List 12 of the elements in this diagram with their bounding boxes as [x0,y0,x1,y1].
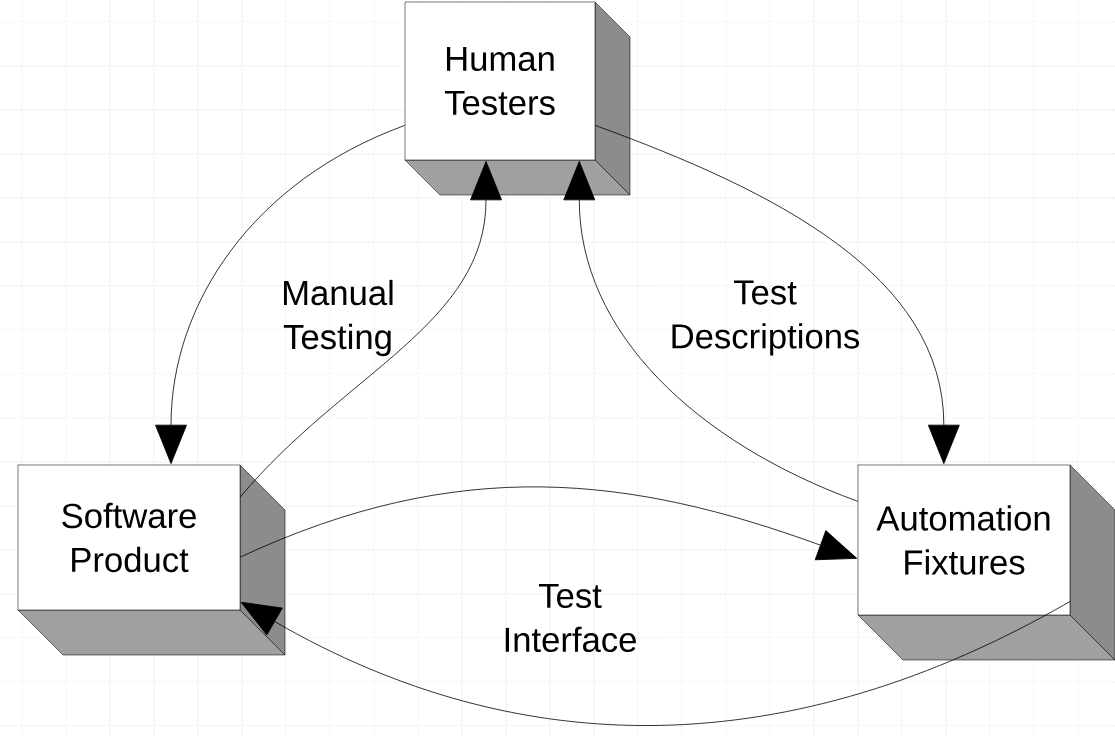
arrow [155,125,406,465]
arrow [239,160,502,498]
arrow [239,486,858,561]
box-3d: Human Testers [404,1,631,196]
box-3d: Automation Fixtures [857,464,1115,661]
arrow [594,125,960,465]
arrow [563,160,859,502]
label: Manual Testing [283,279,393,357]
arrow [240,600,1071,726]
label: Test Interface [505,583,636,653]
box-3d: Software Product [17,464,286,656]
label: Test Descriptions [672,280,860,356]
